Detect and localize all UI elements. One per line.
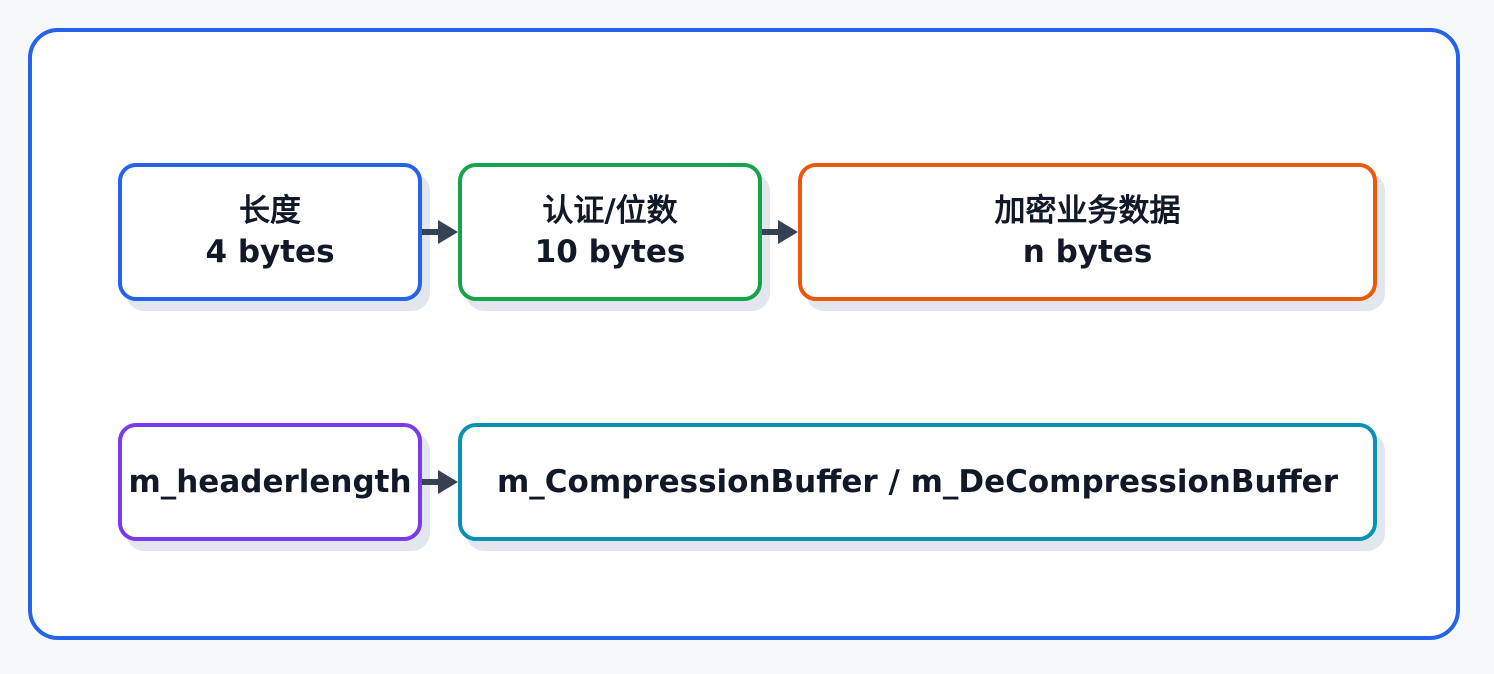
- buffer-label: m_CompressionBuffer / m_DeCompressionBuf…: [496, 463, 1338, 500]
- header-length-box: m_headerlength: [118, 423, 422, 541]
- header-length-label: m_headerlength: [128, 463, 412, 500]
- length-box: 长度 4 bytes: [118, 163, 422, 301]
- payload-box-title: 加密业务数据: [994, 193, 1181, 229]
- diagram-frame: [28, 28, 1460, 640]
- arrow-length-to-auth: [422, 220, 458, 244]
- length-box-title: 长度: [239, 193, 301, 229]
- auth-box-size: 10 bytes: [534, 234, 686, 270]
- length-box-size: 4 bytes: [205, 234, 335, 270]
- arrow-auth-to-payload: [762, 220, 798, 244]
- auth-box: 认证/位数 10 bytes: [458, 163, 762, 301]
- payload-box-size: n bytes: [1022, 234, 1153, 270]
- auth-box-title: 认证/位数: [542, 193, 678, 229]
- buffer-box: m_CompressionBuffer / m_DeCompressionBuf…: [458, 423, 1377, 541]
- arrow-header-to-buffer: [422, 470, 458, 494]
- payload-box: 加密业务数据 n bytes: [798, 163, 1377, 301]
